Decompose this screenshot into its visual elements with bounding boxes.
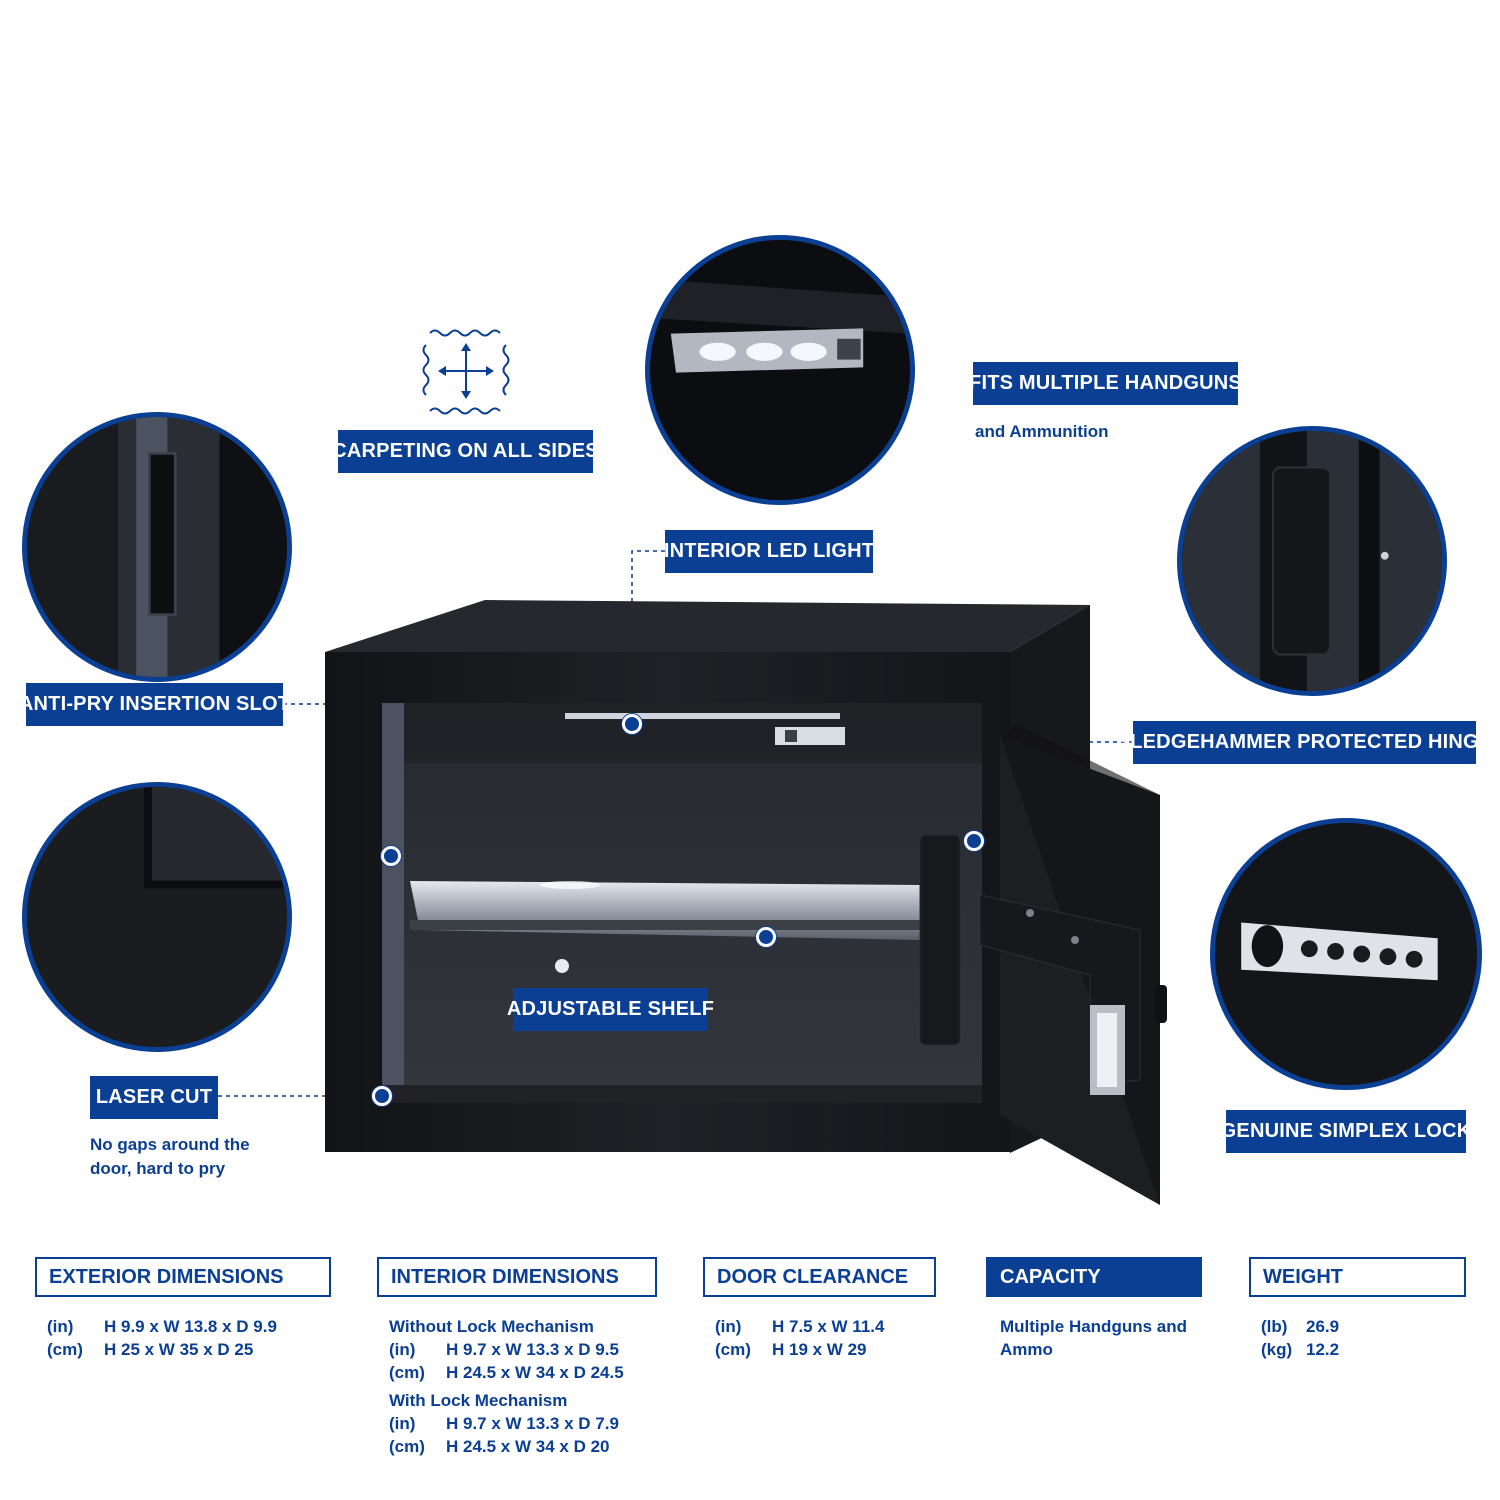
spec-capacity: Multiple Handguns and Ammo: [1000, 1317, 1187, 1359]
callout-shelf: ADJUSTABLE SHELF: [507, 988, 714, 1031]
spec-head-weight: WEIGHT: [1249, 1257, 1466, 1297]
marker-laser-cut: [372, 1086, 392, 1106]
carpet-arrows-icon: [422, 329, 510, 415]
callout-hinge: SLEDGEHAMMER PROTECTED HINGE: [1117, 721, 1492, 764]
callout-laser-sub: No gaps around the door, hard to pry: [90, 1135, 250, 1178]
detail-circle-hinge: [1177, 426, 1447, 696]
callout-fits-sub: and Ammunition: [975, 422, 1109, 441]
gun-safe-illustration: [325, 600, 1167, 1205]
callout-fits-handguns: FITS MULTIPLE HANDGUNS: [969, 362, 1242, 405]
spec-exterior: (in)H 9.9 x W 13.8 x D 9.9 (cm)H 25 x W …: [47, 1317, 277, 1359]
marker-hinge: [964, 831, 984, 851]
spec-head-exterior: EXTERIOR DIMENSIONS: [35, 1257, 331, 1297]
marker-shelf: [756, 927, 776, 947]
detail-circle-simplex-lock: [1210, 818, 1482, 1090]
spec-interior: Without Lock Mechanism (in)H 9.7 x W 13.…: [389, 1317, 624, 1456]
spec-head-interior: INTERIOR DIMENSIONS: [377, 1257, 657, 1297]
callout-carpeting: CARPETING ON ALL SIDES: [332, 430, 599, 473]
callout-anti-pry: ANTI-PRY INSERTION SLOT: [19, 683, 290, 726]
callout-simplex-lock: GENUINE SIMPLEX LOCK: [1221, 1110, 1471, 1153]
marker-anti-pry: [381, 846, 401, 866]
spec-head-door: DOOR CLEARANCE: [703, 1257, 936, 1297]
spec-head-capacity: CAPACITY: [986, 1257, 1202, 1297]
callout-led-light: INTERIOR LED LIGHT: [664, 530, 874, 573]
marker-led: [622, 714, 642, 734]
callout-laser-cut: LASER CUT: [90, 1076, 218, 1119]
spec-door: (in)H 7.5 x W 11.4 (cm)H 19 x W 29: [715, 1317, 885, 1359]
detail-circle-anti-pry-slot: [22, 412, 292, 682]
detail-circle-laser-cut: [22, 782, 292, 1052]
spec-weight: (lb)26.9 (kg)12.2: [1261, 1317, 1340, 1359]
detail-circle-led-light: [645, 235, 915, 505]
